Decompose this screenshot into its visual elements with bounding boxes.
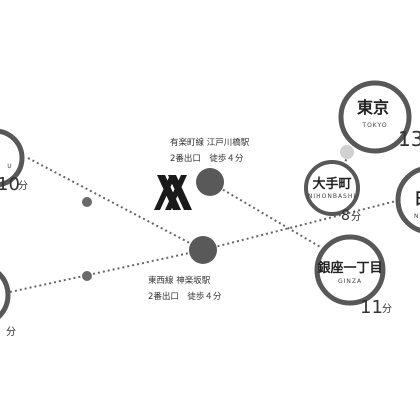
route-line-kagurazaka-to-nihonbashi: [202, 199, 401, 251]
edogawabashi-node: [196, 168, 224, 196]
kagurazaka-node: [189, 236, 217, 264]
station-otemachi-roman: NIHONBASHI: [308, 193, 356, 200]
station-left-bottom-ring: [0, 271, 11, 319]
xx-monogram-logo: [154, 175, 192, 210]
station-tokyo-ring: [338, 80, 412, 154]
station-left-top-minutes: 10: [0, 174, 20, 195]
kagurazaka-station-label: 東西線 神楽坂駅: [148, 275, 211, 286]
station-tokyo-roman: TOKYO: [361, 122, 387, 129]
station-left-top-ring: [0, 128, 25, 188]
route-line-edogawabashi-to-ginza: [209, 181, 323, 249]
station-left-top-unit: 分: [18, 180, 28, 192]
station-nihonbashi-roman: N: [414, 213, 420, 220]
station-ginza-roman: GINZA: [338, 278, 362, 285]
station-tokyo-name: 東京: [357, 98, 389, 117]
station-otemachi-name: 大手町: [312, 176, 351, 192]
station-nihonbashi-ring: [395, 166, 420, 234]
transit-node-lower: [82, 271, 92, 281]
station-ginza-unit: 分: [382, 303, 392, 315]
kagurazaka-exit-walk: 2番出口 徒歩４分: [148, 291, 222, 302]
edogawabashi-exit-walk: 2番出口 徒歩４分: [170, 153, 244, 164]
transit-node-light: [340, 145, 354, 159]
station-left-top-roman: U: [7, 163, 12, 170]
station-nihonbashi-name: 日: [414, 189, 420, 208]
station-left-bottom-unit: 分: [6, 326, 16, 338]
edogawabashi-station-label: 有楽町線 江戸川橋駅: [170, 137, 250, 148]
station-tokyo-minutes: 13: [398, 127, 420, 151]
station-otemachi-ring: [304, 160, 360, 216]
station-ginza-name: 銀座一丁目: [317, 260, 382, 276]
station-otemachi-unit: 分: [351, 211, 361, 223]
transit-node-upper: [82, 197, 92, 207]
station-ginza-ring: [314, 234, 386, 306]
station-ginza-minutes: 11: [360, 297, 383, 318]
station-otemachi-minutes: 8: [341, 208, 350, 224]
